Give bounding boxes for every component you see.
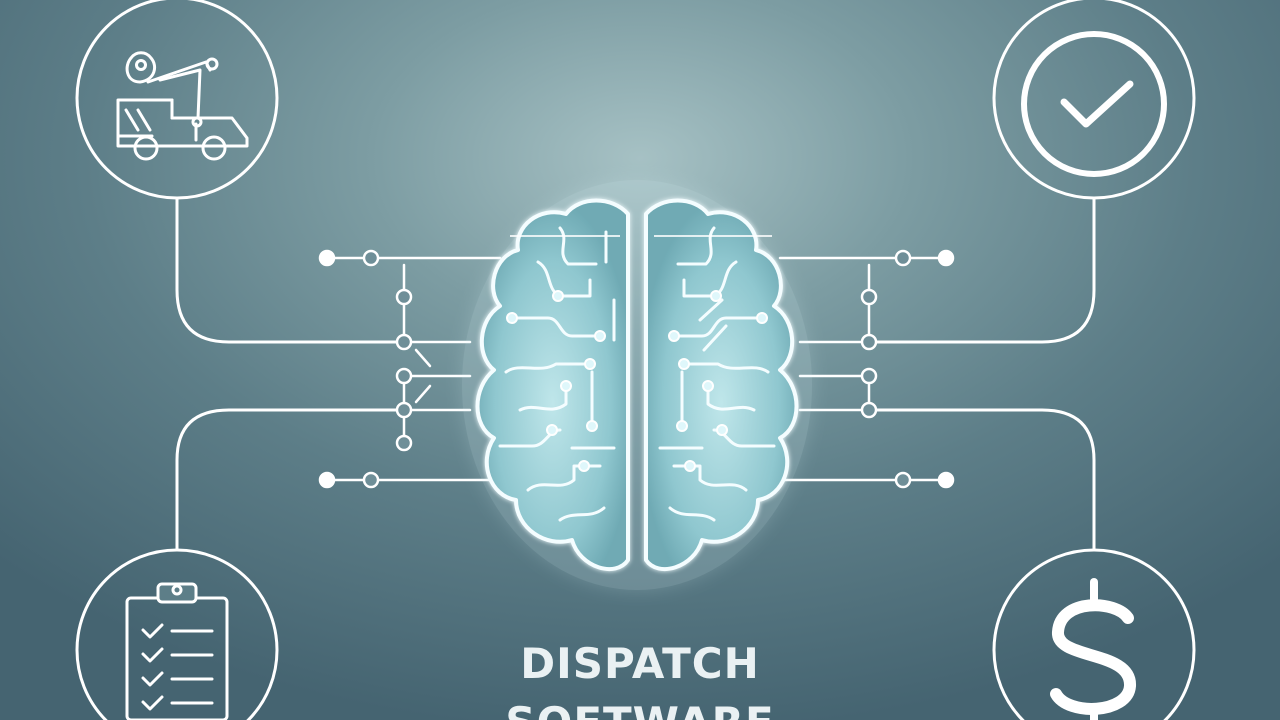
- connector-bottom-right: [867, 408, 1096, 552]
- connector-bottom-left: [175, 408, 406, 552]
- connector-top-left: [175, 196, 406, 344]
- title-line-1: DISPATCH: [520, 639, 760, 688]
- connector-lines: [175, 196, 1096, 552]
- checkmark-icon: [992, 0, 1196, 200]
- title-line-2: SOFTWARE: [0, 702, 1280, 720]
- right-circuit-nodes: [860, 249, 955, 489]
- right-circuit: [778, 256, 948, 482]
- tow-truck-location-icon: [75, 0, 279, 200]
- circuit-brain-icon: [462, 180, 812, 590]
- dollar-sign-icon: [992, 548, 1196, 720]
- connector-top-right: [867, 196, 1096, 344]
- clipboard-checklist-icon: [75, 548, 279, 720]
- left-circuit: [325, 256, 502, 482]
- left-circuit-nodes: [318, 249, 413, 489]
